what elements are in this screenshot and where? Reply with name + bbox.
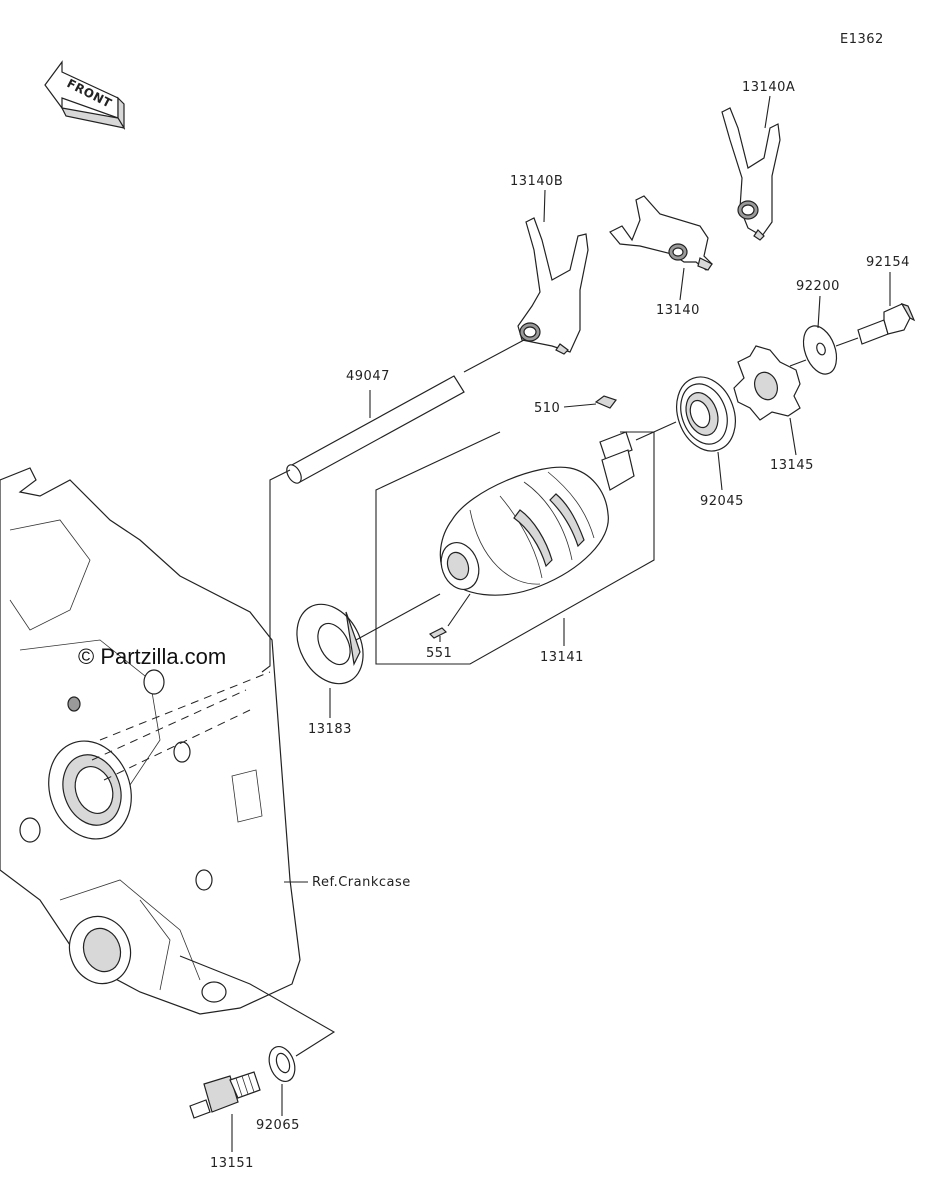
- crankcase-ref[interactable]: [0, 467, 301, 1015]
- bolt-92154[interactable]: [857, 302, 916, 345]
- washer-92065[interactable]: [265, 1043, 300, 1085]
- shift-fork-13140a[interactable]: [721, 107, 781, 241]
- label-92154: 92154: [866, 255, 910, 270]
- shift-fork-13140[interactable]: [609, 195, 713, 271]
- label-13151: 13151: [210, 1156, 254, 1171]
- shift-cam-13145[interactable]: [733, 345, 801, 421]
- label-49047: 49047: [346, 369, 390, 384]
- label-13141: 13141: [540, 650, 584, 665]
- partzilla-watermark: © Partzilla.com: [78, 644, 226, 669]
- label-ref-crankcase: Ref.Crankcase: [312, 875, 411, 890]
- label-13183: 13183: [308, 722, 352, 737]
- bearing-92045[interactable]: [667, 369, 746, 460]
- label-13140b: 13140B: [510, 174, 563, 189]
- pin-551[interactable]: [428, 627, 448, 639]
- label-510: 510: [534, 401, 560, 416]
- diagram-code: E1362: [840, 32, 884, 47]
- pin-510[interactable]: [594, 395, 617, 409]
- label-92200: 92200: [796, 279, 840, 294]
- washer-92200[interactable]: [797, 321, 842, 378]
- label-13140a: 13140A: [742, 80, 795, 95]
- front-arrow-icon: FRONT: [44, 60, 126, 131]
- label-13140: 13140: [656, 303, 700, 318]
- switch-13151[interactable]: [189, 1071, 261, 1119]
- washer-13183[interactable]: [284, 593, 376, 695]
- label-92065: 92065: [256, 1118, 300, 1133]
- shaft-49047[interactable]: [284, 375, 465, 486]
- label-13145: 13145: [770, 458, 814, 473]
- label-551: 551: [426, 646, 452, 661]
- label-92045: 92045: [700, 494, 744, 509]
- shift-fork-13140b[interactable]: [517, 217, 589, 355]
- shift-drum-13141[interactable]: [435, 431, 635, 596]
